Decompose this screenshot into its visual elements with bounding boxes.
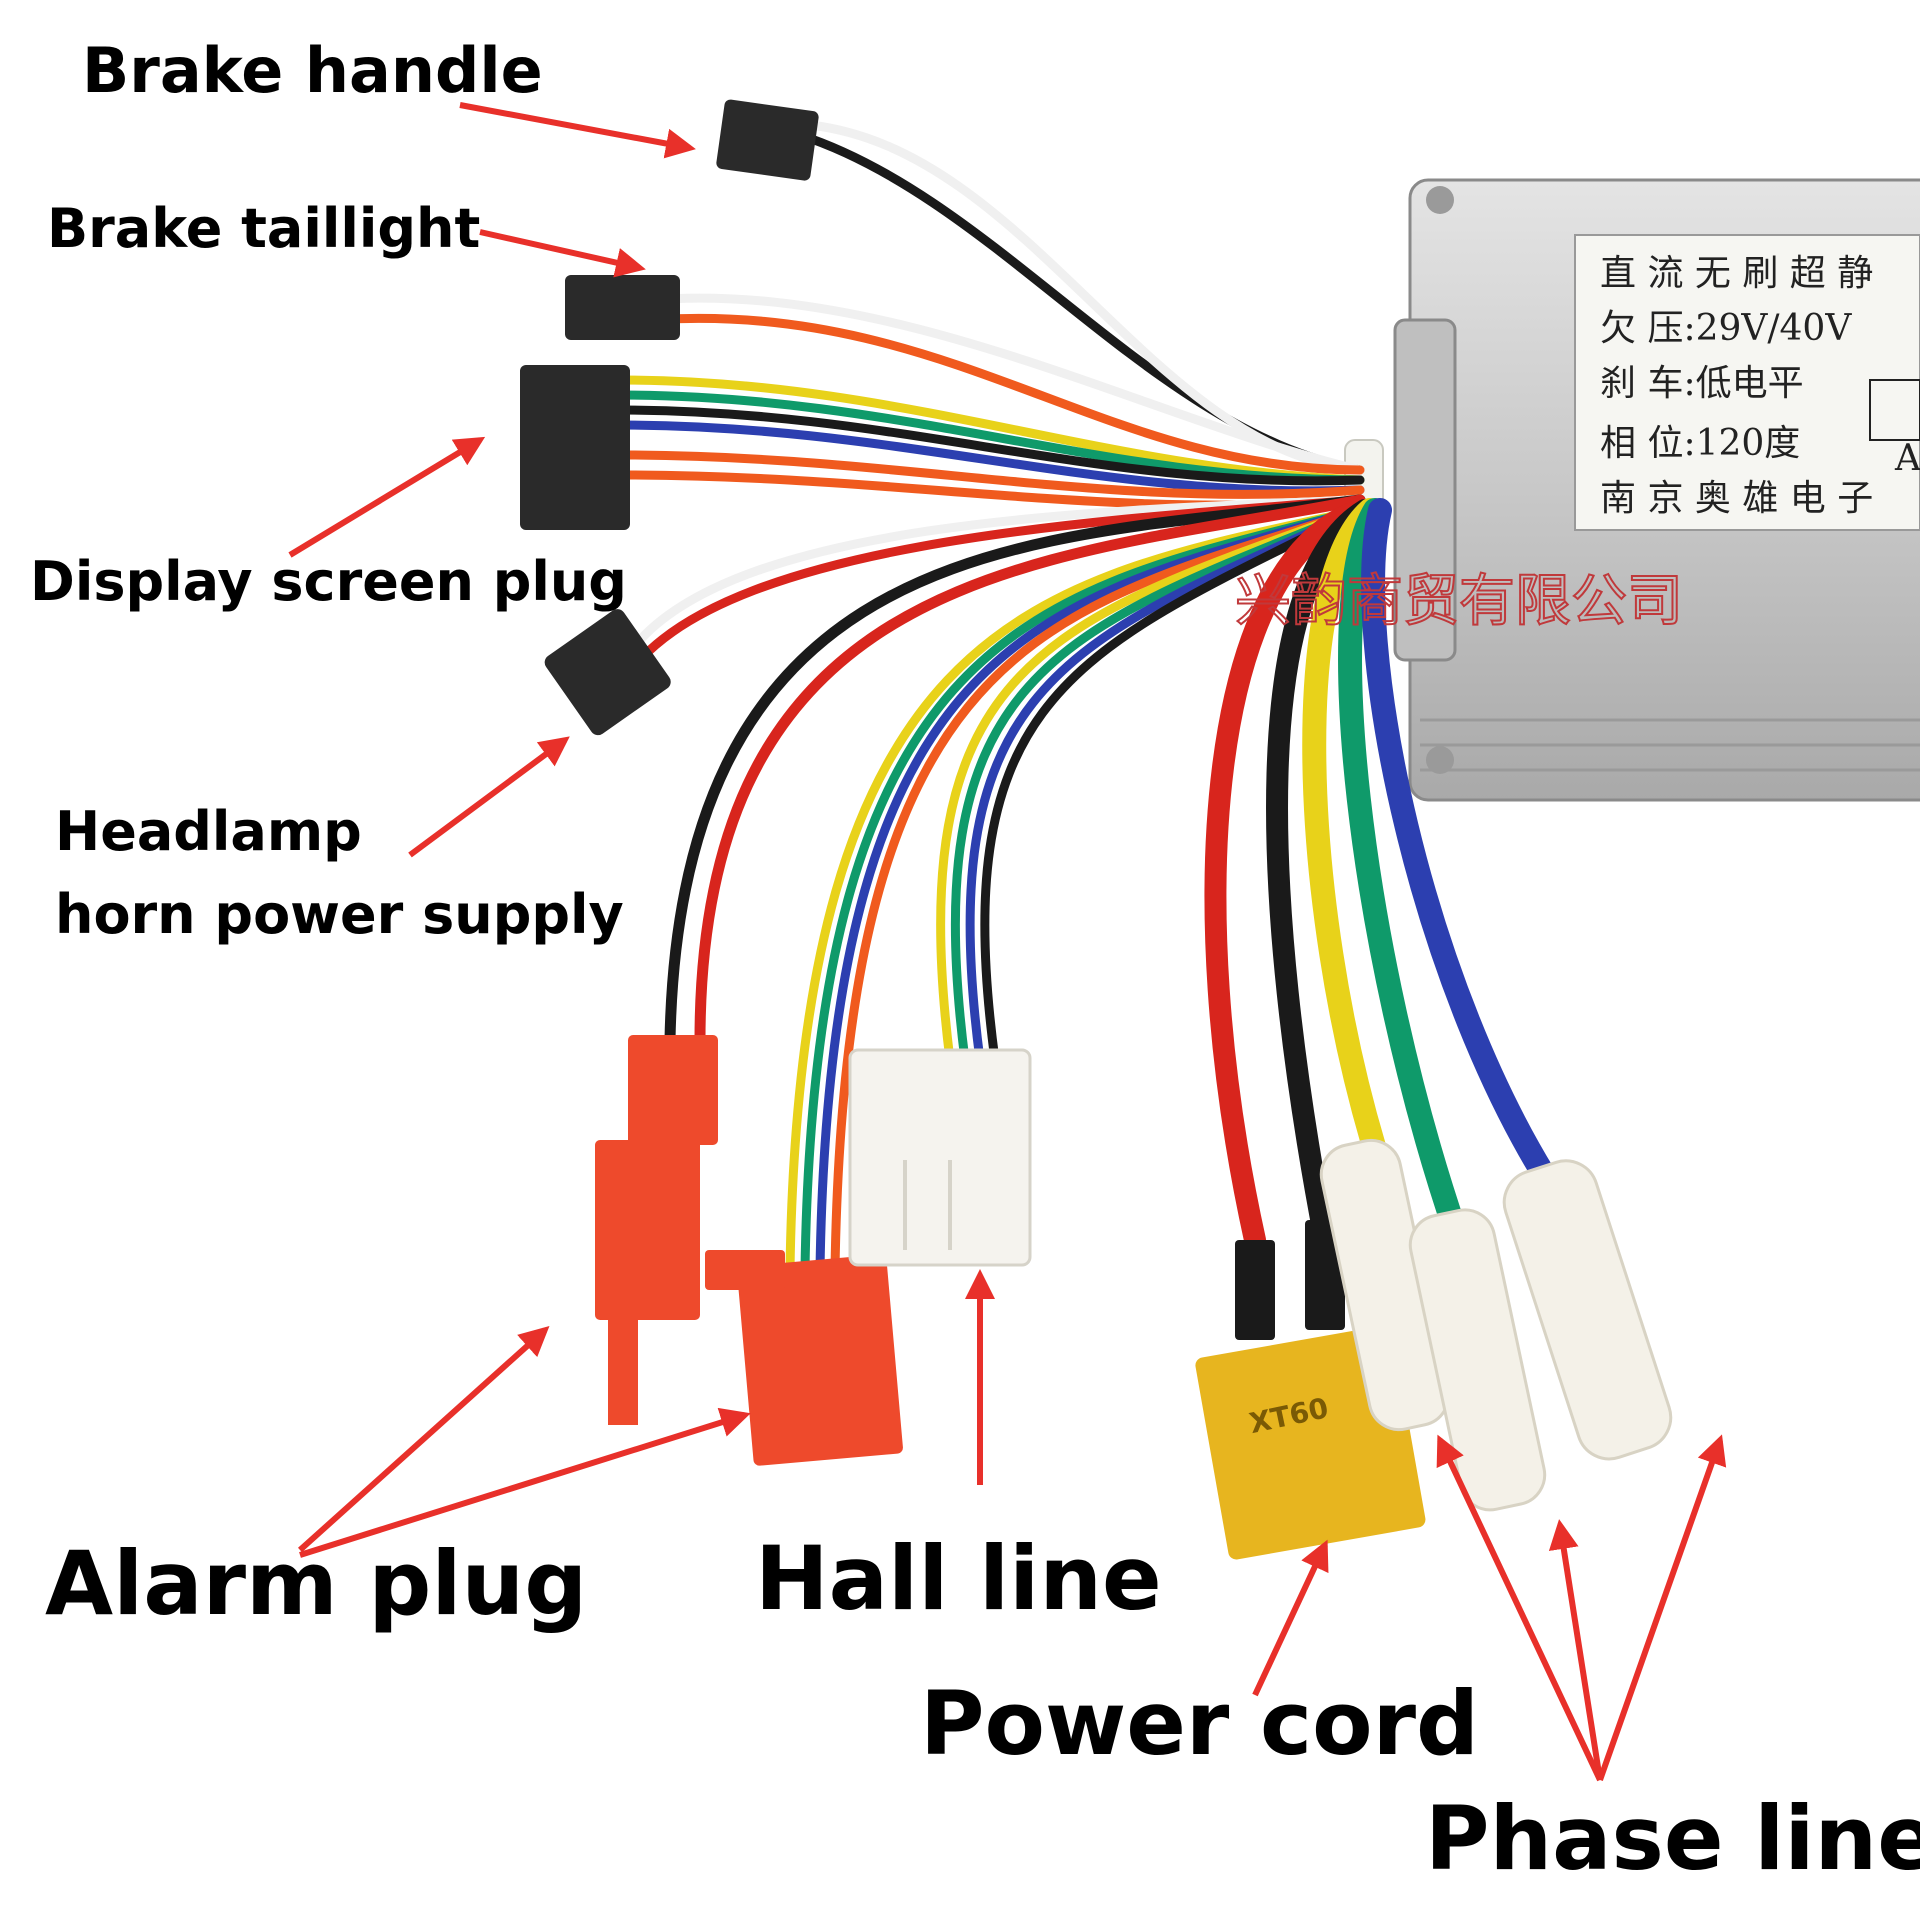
connector-alarm-2 <box>705 1250 903 1466</box>
connector-alarm-1 <box>595 1035 718 1425</box>
connector-brake-handle <box>716 99 819 181</box>
label-brake-handle: Brake handle <box>82 34 543 107</box>
sticker-line-4: 相 位:120度 <box>1600 423 1800 464</box>
label-display-screen-plug: Display screen plug <box>30 550 627 613</box>
label-brake-taillight: Brake taillight <box>47 197 481 260</box>
label-phase-line: Phase line <box>1425 1787 1920 1890</box>
connector-headlamp <box>544 609 671 736</box>
sticker-line-5: 南 京 奥 雄 电 子 <box>1600 478 1873 519</box>
watermark-text: 兴韵商贸有限公司 <box>1235 569 1683 634</box>
label-power-cord: Power cord <box>920 1672 1479 1775</box>
upper-wires <box>615 120 1365 665</box>
label-horn-power-supply: horn power supply <box>55 883 624 946</box>
controller-box: 直 流 无 刷 超 静 欠 压:29V/40V 刹 车:低电平 相 位:120度… <box>1344 178 1920 802</box>
sticker-line-1: 直 流 无 刷 超 静 <box>1600 253 1873 294</box>
label-alarm-plug: Alarm plug <box>45 1532 588 1635</box>
arrows <box>288 102 1727 1782</box>
label-headlamp: Headlamp <box>55 800 362 863</box>
sticker-line-2: 欠 压:29V/40V <box>1600 308 1852 349</box>
controller-sticker <box>1574 234 1920 531</box>
connector-brake-taillight <box>565 275 680 340</box>
connectors-phase <box>1319 1138 1673 1512</box>
label-hall-line: Hall line <box>755 1527 1162 1630</box>
sticker-side-letter: A <box>1894 438 1920 479</box>
sticker-line-3: 刹 车:低电平 <box>1600 363 1804 404</box>
lower-wires <box>664 494 1572 1275</box>
connector-hall <box>848 1048 1032 1267</box>
connector-display-plug <box>520 365 630 530</box>
